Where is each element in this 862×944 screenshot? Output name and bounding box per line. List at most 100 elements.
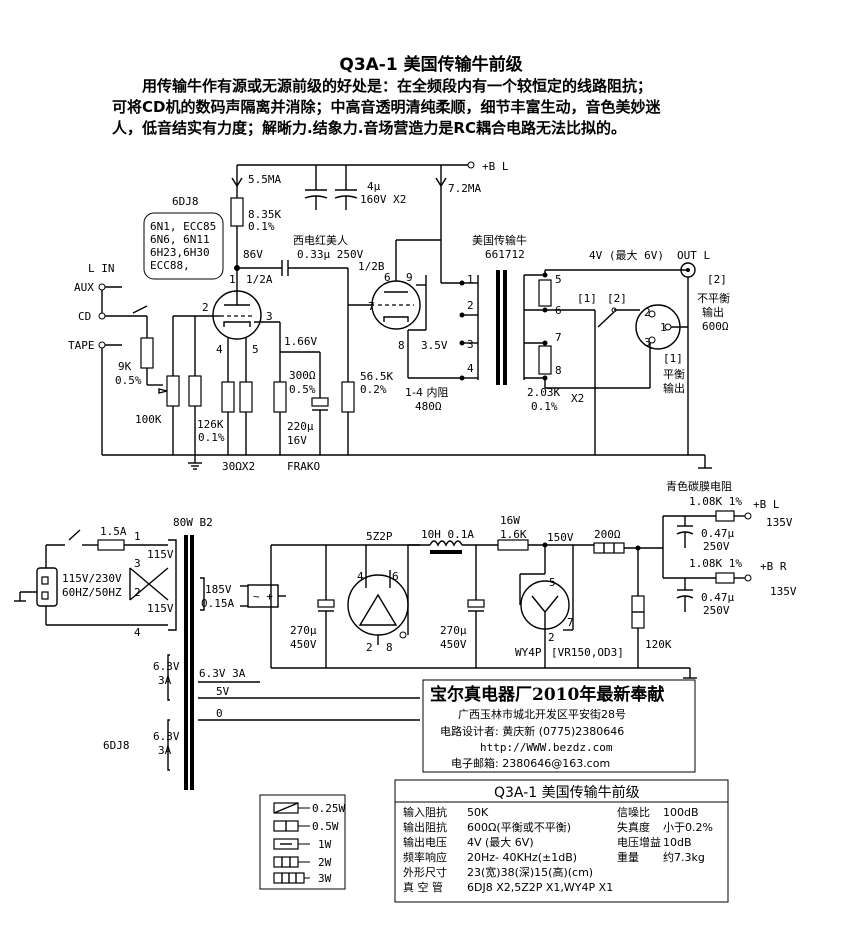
out-label: OUT L [677,249,710,262]
spec-value: 600Ω(平衡或不平衡) [467,821,571,834]
r-9k-tol: 0.5% [115,374,142,387]
sub-2: 6N6, 6N11 [150,233,210,246]
reg-pin-7: 7 [567,616,574,629]
carbon-res: 青色碳膜电阻 [666,479,732,493]
r-108k-1: 1.08K 1% [689,495,742,508]
tape-jack[interactable] [98,341,106,349]
mains-freq: 60HZ/50HZ [62,586,122,599]
heater1-i: 3A [158,674,172,687]
sub-4: ECC88, [150,259,190,272]
spec-key: 外形尺寸 [403,865,447,879]
xfmr-pin-1: 1 [467,273,474,286]
p-pin-4: 4 [134,626,141,639]
r-203k-qty: X2 [571,392,584,405]
aux-jack[interactable] [98,283,106,291]
spec-value-2: 10dB [663,836,692,849]
maker-address: 广西玉林市城北开发区平安街28号 [458,707,626,721]
reg-tube: WY4P [515,646,542,659]
impedance-label: 1-4 内阻 [405,385,448,399]
c-047-2: 0.47μ [701,591,734,604]
legend-1: 0.5W [312,820,339,833]
sec-pin-8: 8 [555,364,562,377]
heater2-i: 3A [158,744,172,757]
choke: 10H 0.1A [421,528,474,541]
impedance-value: 480Ω [415,400,442,413]
spec-key: 真 空 管 [403,880,443,894]
spec-value-2: 小于0.2% [663,821,713,834]
r-300: 300Ω [289,369,316,382]
spec-key: 输出阻抗 [403,820,447,834]
c-047-1: 0.47μ [701,527,734,540]
sec-pin-7: 7 [555,331,562,344]
sec-bracket-2: [2] [707,273,727,286]
cap-4u-voltage: 160V X2 [360,193,406,206]
switch-1: [1] [577,292,597,305]
reg-pin-5: 5 [549,576,556,589]
xlr-pin-2: 2 [644,306,651,319]
switch-2: [2] [607,292,627,305]
bplus-r-out[interactable] [744,574,752,582]
primary-2: 115V [147,602,174,615]
psu-power: 80W B2 [173,516,213,529]
current-5-5ma: 5.5MA [248,173,281,186]
current-7-2ma: 7.2MA [448,182,481,195]
cd-jack[interactable] [98,312,106,320]
half-a: 1/2A [246,273,273,286]
transformer-name: 美国传输牛 [472,233,527,247]
reg-pin-2: 2 [548,631,555,644]
pin-3: 3 [266,310,273,323]
cap1: 270μ [290,624,317,637]
spec-value: 4V (最大 6V) [467,835,534,849]
coupling-cap-value: 0.33μ 250V [297,248,364,261]
rect-tube: 5Z2P [366,530,393,543]
cap2: 270μ [440,624,467,637]
legend-4: 3W [318,872,332,885]
bplus-l-label: +B L [482,160,509,173]
svg-text:~ +: ~ + [253,590,273,603]
pin-1: 1 [229,273,236,286]
sub-3: 6H23,6H30 [150,246,210,259]
balanced-1: 平衡 [663,368,685,381]
intro-line-3: 人，低音结实有力度；解晰力.结象力.音场营造力是RC耦合电路无法比拟的。 [112,119,626,137]
r-108k-2: 1.08K 1% [689,557,742,570]
spec-value-2: 100dB [663,806,699,819]
r-203k-tol: 0.1% [531,400,558,413]
rt-pin-2: 2 [366,641,373,654]
page-title: Q3A-1 美国传输牛前级 [339,55,523,75]
xfmr-pin-3: 3 [467,338,474,351]
sub-1: 6N1, ECC85 [150,220,216,233]
spec-value: 23(宽)38(深)15(高)(cm) [467,865,593,879]
intro-line-1: 用传输牛作有源或无源前级的好处是：在全频段内有一个较恒定的线路阻抗； [142,77,653,95]
spec-key-2: 信噪比 [617,806,650,819]
out-level: 4V (最大 6V) [589,248,664,262]
cap-4u: 4μ [367,180,381,193]
r-56k: 56.5K [360,370,393,383]
tap-5v: 5V [216,685,230,698]
bplus-l-out[interactable] [744,512,752,520]
spec-title: Q3A-1 美国传输牛前级 [494,784,640,801]
r-200: 200Ω [594,528,621,541]
out-impedance: 600Ω [702,320,729,333]
v-cathode-b: 3.5V [421,339,448,352]
spec-key-2: 重量 [617,850,639,864]
input-tape: TAPE [68,339,95,352]
sec-pin-6: 6 [555,304,562,317]
c-047-2-v: 250V [703,604,730,617]
xfmr-pin-4: 4 [467,362,474,375]
maker-designer: 电路设计者: 黄庆新 (0775)2380646 [440,724,624,738]
maker-web: http://WWW.bezdz.com [480,741,613,754]
r-9k: 9K [118,360,132,373]
balanced-2: 输出 [663,381,685,395]
heater2-label: 6DJ8 [103,739,130,752]
cap1-v: 450V [290,638,317,651]
spec-key: 频率响应 [403,850,447,864]
spec-key: 输出电压 [403,835,447,849]
r-drop: 1.6K [500,528,527,541]
pin-6: 6 [384,271,391,284]
pin-2: 2 [202,301,209,314]
sec-bracket-1: [1] [663,352,683,365]
unbalanced-2: 输出 [702,305,724,319]
pin-9: 9 [406,271,413,284]
mains-v: 115V/230V [62,572,122,585]
